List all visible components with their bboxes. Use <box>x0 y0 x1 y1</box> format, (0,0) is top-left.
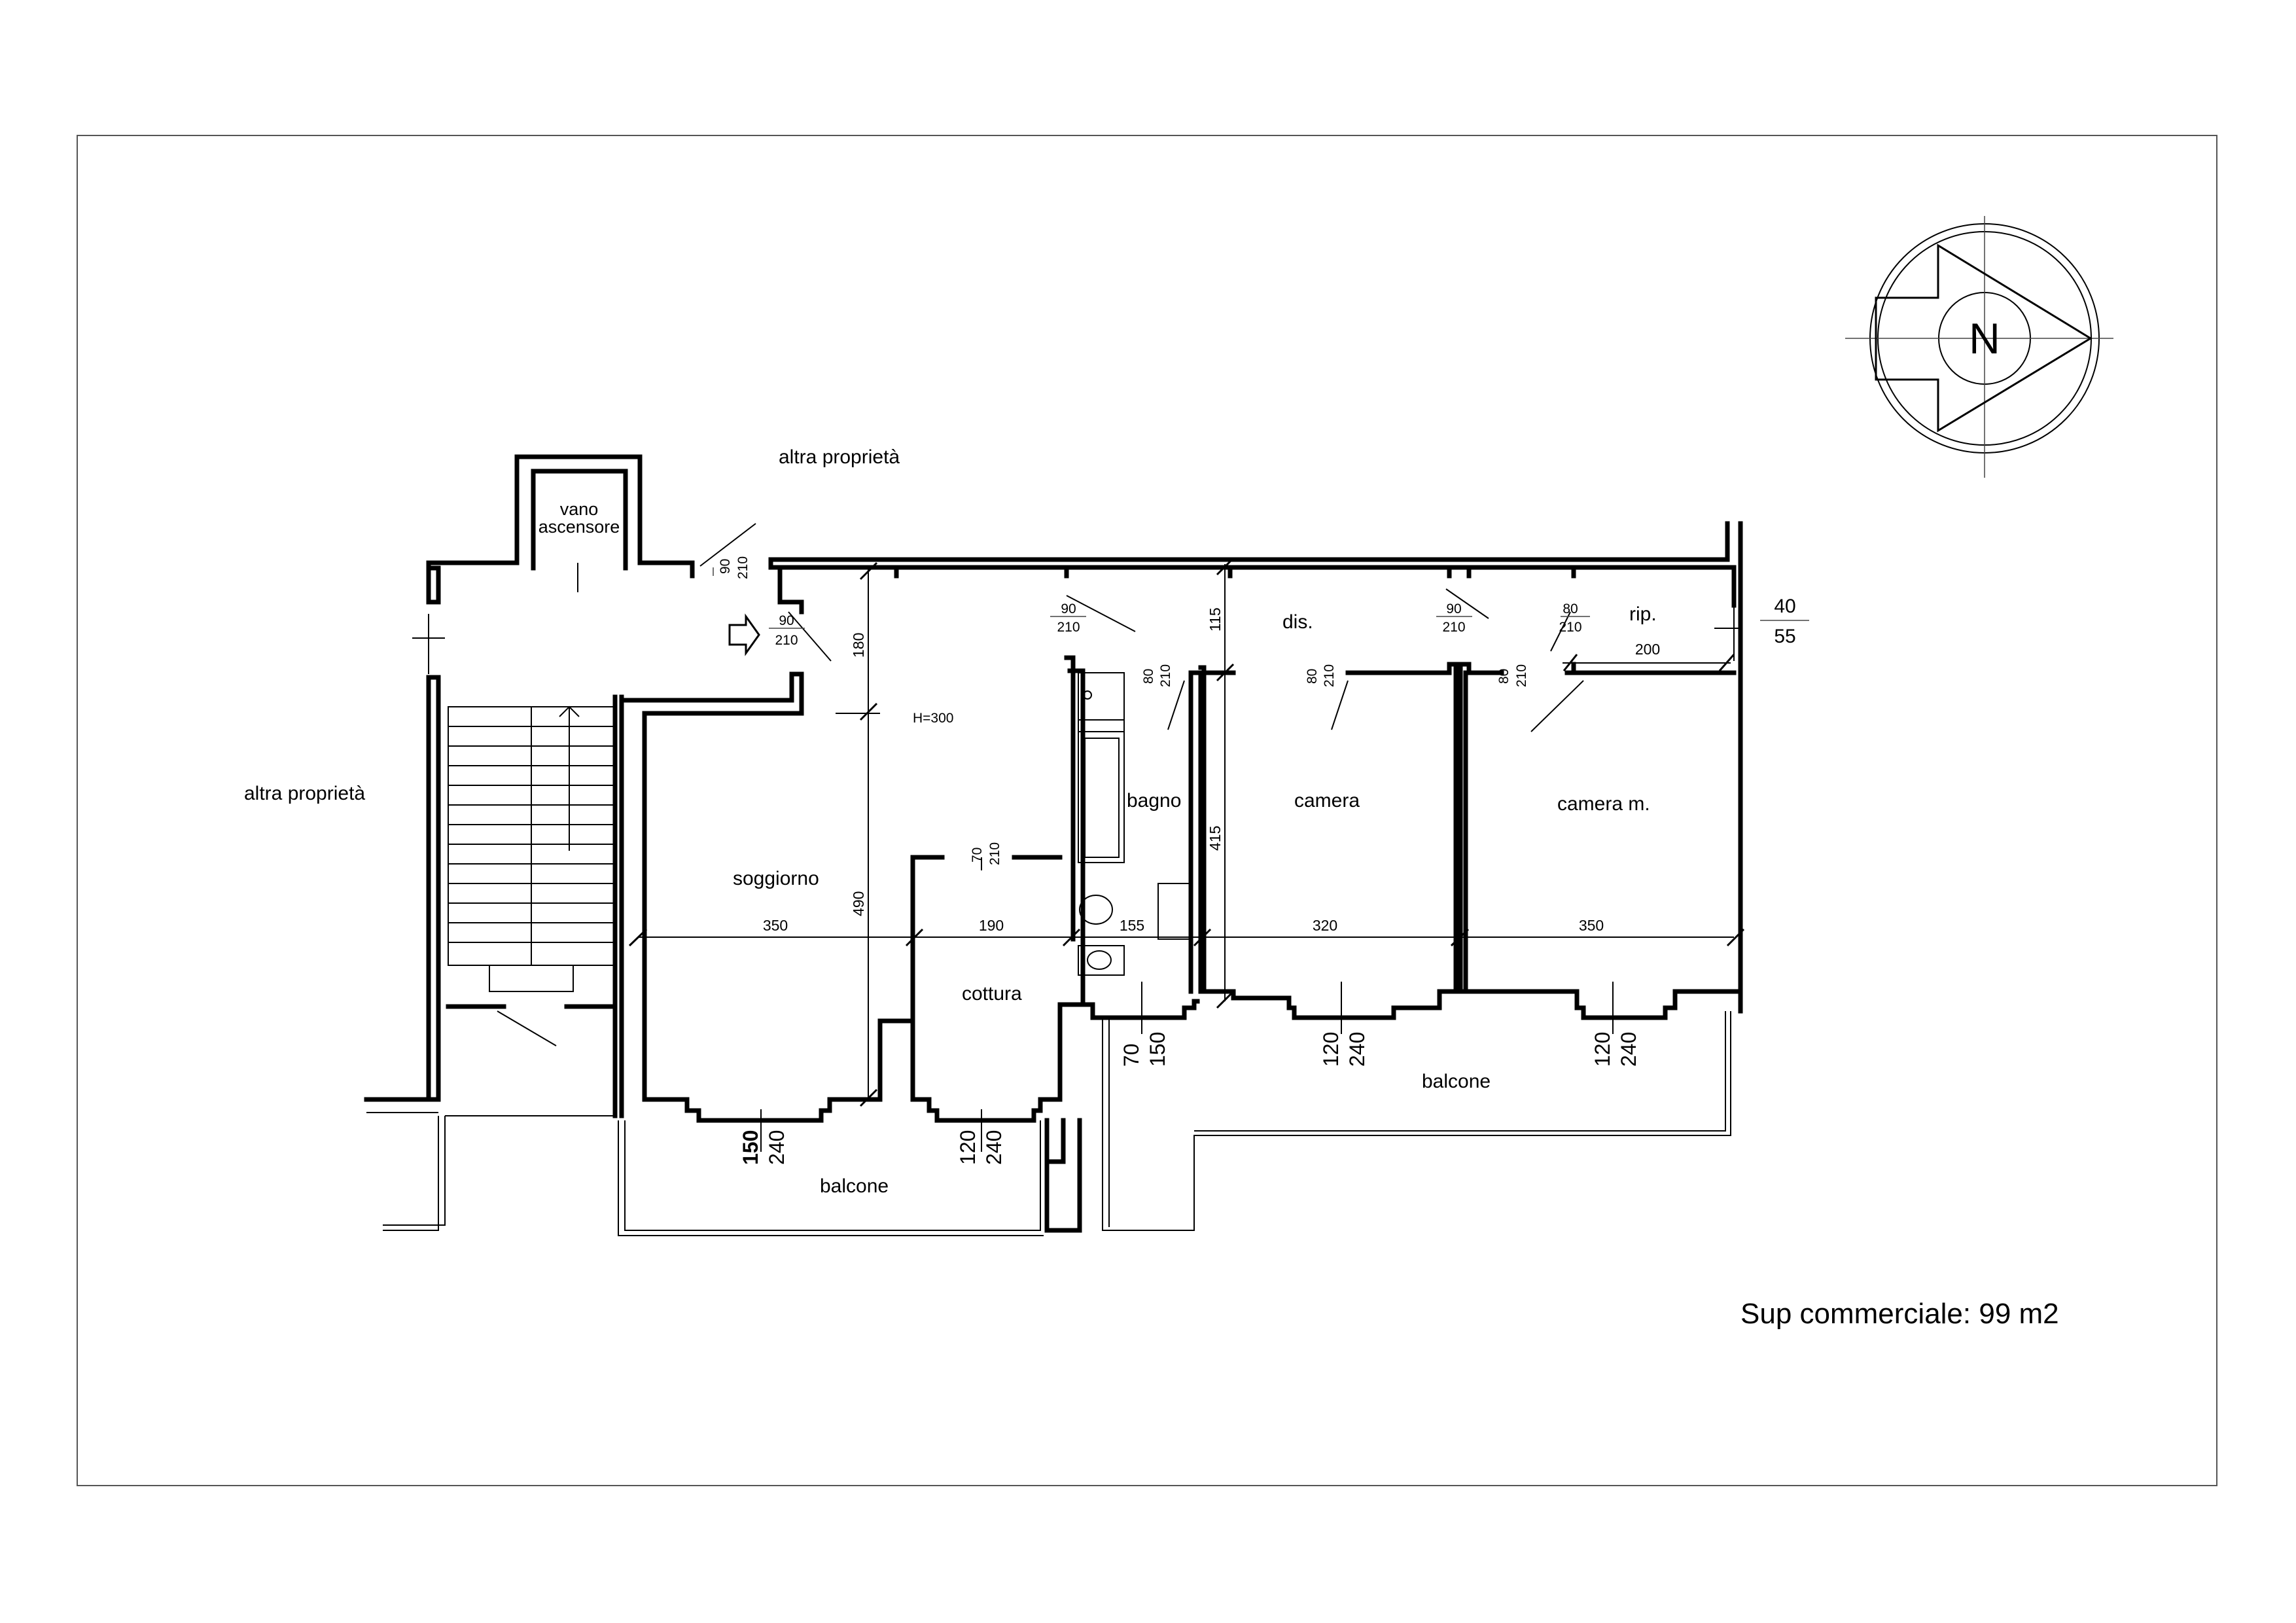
cottura-label: cottura <box>962 983 1022 1005</box>
camera-label: camera <box>1294 790 1360 812</box>
door-entry-height: 210 <box>775 633 798 648</box>
door-entry-width: 90 <box>779 613 794 628</box>
door-cameram-height: 210 <box>1514 664 1529 687</box>
win-camera-width: 120 <box>1319 1032 1343 1067</box>
camera-m-label: camera m. <box>1557 793 1650 815</box>
win-cottura-width: 120 <box>956 1130 980 1165</box>
door-dis-width: 90 <box>1061 601 1076 616</box>
dim-415: 415 <box>1207 826 1224 851</box>
bagno-label: bagno <box>1127 790 1181 812</box>
elevator-shaft: vano ascensore <box>426 454 695 592</box>
landing-walls <box>412 523 756 674</box>
door-cottura-width: 70 <box>970 847 985 863</box>
dimension-lines <box>628 557 1745 1152</box>
dim-320: 320 <box>1313 917 1337 934</box>
door-cameram-width: 80 <box>1496 669 1511 684</box>
fraction-bars <box>713 567 1809 629</box>
door-camera-width: 80 <box>1305 669 1320 684</box>
ceiling-height-label: H=300 <box>913 711 953 726</box>
dim-350-left: 350 <box>763 917 788 934</box>
ascensore-label: ascensore <box>539 517 620 537</box>
door-bed-width: 90 <box>1446 601 1461 616</box>
door-cottura-height: 210 <box>987 842 1002 865</box>
surface-area-label: Sup commerciale: 99 m2 <box>1740 1298 2059 1330</box>
door-rip-width: 80 <box>1563 601 1578 616</box>
win-bagno-width: 70 <box>1120 1043 1143 1067</box>
win-cameram-width: 120 <box>1591 1032 1614 1067</box>
soggiorno-label: soggiorno <box>733 868 819 889</box>
dim-350-right: 350 <box>1579 917 1604 934</box>
rip-label: rip. <box>1629 603 1657 625</box>
door-bagno-width: 80 <box>1141 669 1156 684</box>
interior-walls <box>910 655 1737 994</box>
sheet-frame <box>77 135 2217 1486</box>
north-compass-icon: N <box>1845 216 2113 478</box>
door-landing-height: 210 <box>735 556 751 579</box>
dim-55: 55 <box>1774 626 1795 647</box>
north-label: N <box>1969 314 2000 363</box>
door-bed-height: 210 <box>1442 620 1465 635</box>
exterior-walls <box>618 521 1743 1236</box>
door-dis-height: 210 <box>1057 620 1080 635</box>
dim-490: 490 <box>850 891 867 916</box>
door-swings <box>728 588 1584 870</box>
door-camera-height: 210 <box>1322 664 1337 687</box>
dim-190: 190 <box>979 917 1004 934</box>
dim-115: 115 <box>1207 607 1224 632</box>
win-soggiorno-width: 150 <box>739 1130 762 1165</box>
win-camera-height: 240 <box>1345 1032 1369 1067</box>
vano-label: vano <box>560 499 599 519</box>
dim-155: 155 <box>1120 917 1144 934</box>
win-cottura-height: 240 <box>982 1130 1006 1165</box>
balcone-left-label: balcone <box>820 1175 889 1197</box>
altra-proprieta-top-label: altra proprietà <box>779 446 900 468</box>
dim-40: 40 <box>1774 596 1795 617</box>
dis-label: dis. <box>1282 611 1313 633</box>
dim-180: 180 <box>850 633 867 658</box>
balcone-right-label: balcone <box>1422 1071 1491 1092</box>
door-rip-height: 210 <box>1559 620 1581 635</box>
win-soggiorno-height: 240 <box>765 1130 788 1165</box>
door-landing-width: 90 <box>718 559 733 574</box>
altra-proprieta-left-label: altra proprietà <box>244 783 365 804</box>
win-cameram-height: 240 <box>1617 1032 1640 1067</box>
staircase <box>364 675 624 1231</box>
dim-200: 200 <box>1635 641 1660 658</box>
door-bagno-height: 210 <box>1158 664 1173 687</box>
win-bagno-height: 150 <box>1146 1032 1169 1067</box>
